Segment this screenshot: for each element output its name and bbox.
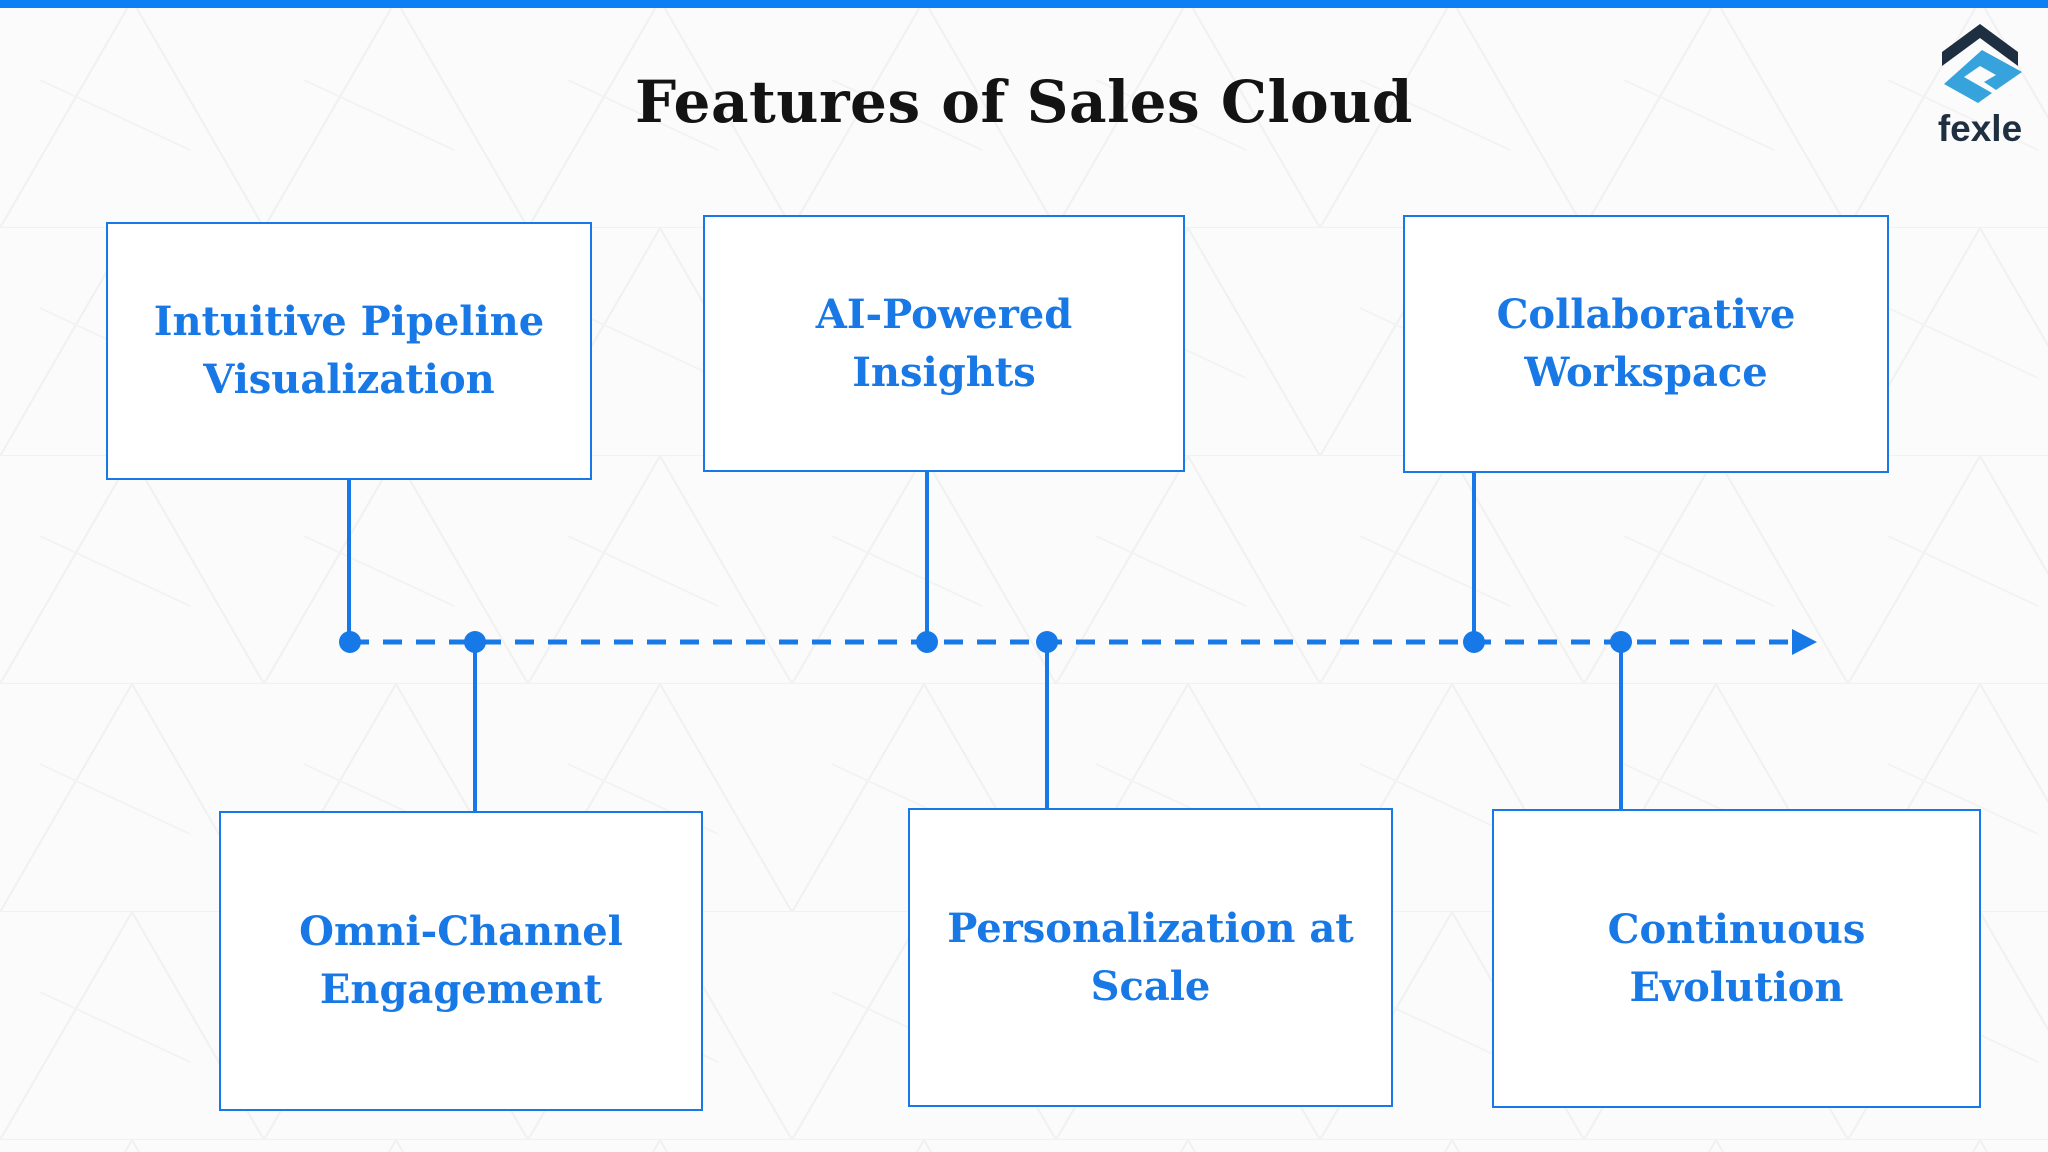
feature-label: Omni-Channel Engagement (299, 908, 623, 1013)
feature-box-ai-powered-insights: AI-Powered Insights (703, 215, 1185, 472)
feature-box-continuous-evolution: Continuous Evolution (1492, 809, 1981, 1108)
page-title: Features of Sales Cloud (635, 68, 1413, 136)
feature-label: Continuous Evolution (1607, 905, 1866, 1011)
feature-box-personalization-at-scale: Personalization at Scale (908, 808, 1393, 1107)
fexle-logo: fexle (1918, 20, 2042, 147)
timeline-dot-4 (1036, 631, 1058, 653)
timeline-dot-2 (464, 631, 486, 653)
feature-box-omni-channel-engagement: Omni-Channel Engagement (219, 811, 703, 1111)
feature-box-intuitive-pipeline-visualization: Intuitive Pipeline Visualization (106, 222, 592, 480)
feature-label: Intuitive Pipeline Visualization (153, 298, 545, 403)
timeline-dot-3 (916, 631, 938, 653)
fexle-logo-text: fexle (1937, 108, 2023, 149)
feature-label: AI-Powered Insights (815, 290, 1073, 396)
timeline-dot-6 (1610, 631, 1632, 653)
feature-label: Personalization at Scale (947, 904, 1354, 1010)
timeline-arrowhead (1792, 629, 1817, 655)
feature-label: Collaborative Workspace (1496, 291, 1796, 396)
timeline-dot-1 (339, 631, 361, 653)
top-accent-bar (0, 0, 2048, 8)
timeline-dot-5 (1463, 631, 1485, 653)
feature-box-collaborative-workspace: Collaborative Workspace (1403, 215, 1889, 473)
fexle-logo-icon (1942, 24, 2022, 103)
